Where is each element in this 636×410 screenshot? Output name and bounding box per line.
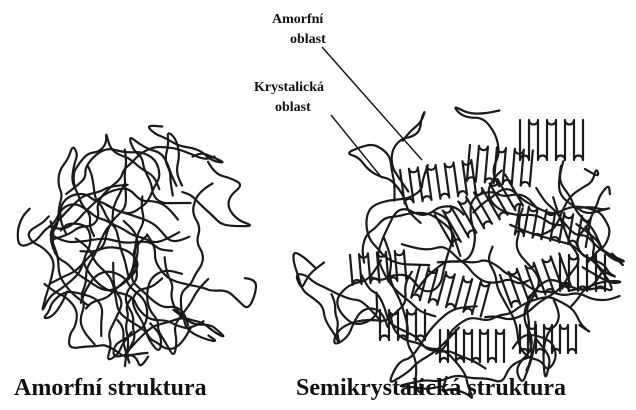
semicrystalline-structure-drawing xyxy=(293,108,623,398)
crystalline-region-label-line1: Krystalická xyxy=(254,80,324,95)
amorphous-chain xyxy=(66,149,159,213)
semicrystalline-chain xyxy=(535,300,559,376)
semicrystalline-structure-caption: Semikrystalická struktura xyxy=(296,374,566,402)
semicrystalline-chain xyxy=(334,272,411,344)
crystalline-lamella xyxy=(411,265,489,317)
crystalline-lamella xyxy=(520,120,583,160)
amorphous-region-label-line1: Amorfní xyxy=(272,12,324,27)
semicrystalline-chain xyxy=(560,161,624,261)
crystalline-lamella xyxy=(467,145,533,186)
amorphous-region-label-line2: oblast xyxy=(290,32,326,47)
semicrystalline-chain xyxy=(293,253,339,343)
crystalline-lamella xyxy=(520,325,576,353)
amorphous-region-pointer-line xyxy=(322,47,422,160)
crystalline-lamella xyxy=(350,250,406,285)
semicrystalline-chain xyxy=(559,166,609,213)
amorphous-chain xyxy=(182,162,250,226)
crystalline-region-label-line2: oblast xyxy=(275,100,311,115)
amorphous-chain-tangle xyxy=(18,126,256,366)
semicrystalline-chain xyxy=(436,297,589,353)
amorphous-structure-caption: Amorfní struktura xyxy=(14,374,207,402)
